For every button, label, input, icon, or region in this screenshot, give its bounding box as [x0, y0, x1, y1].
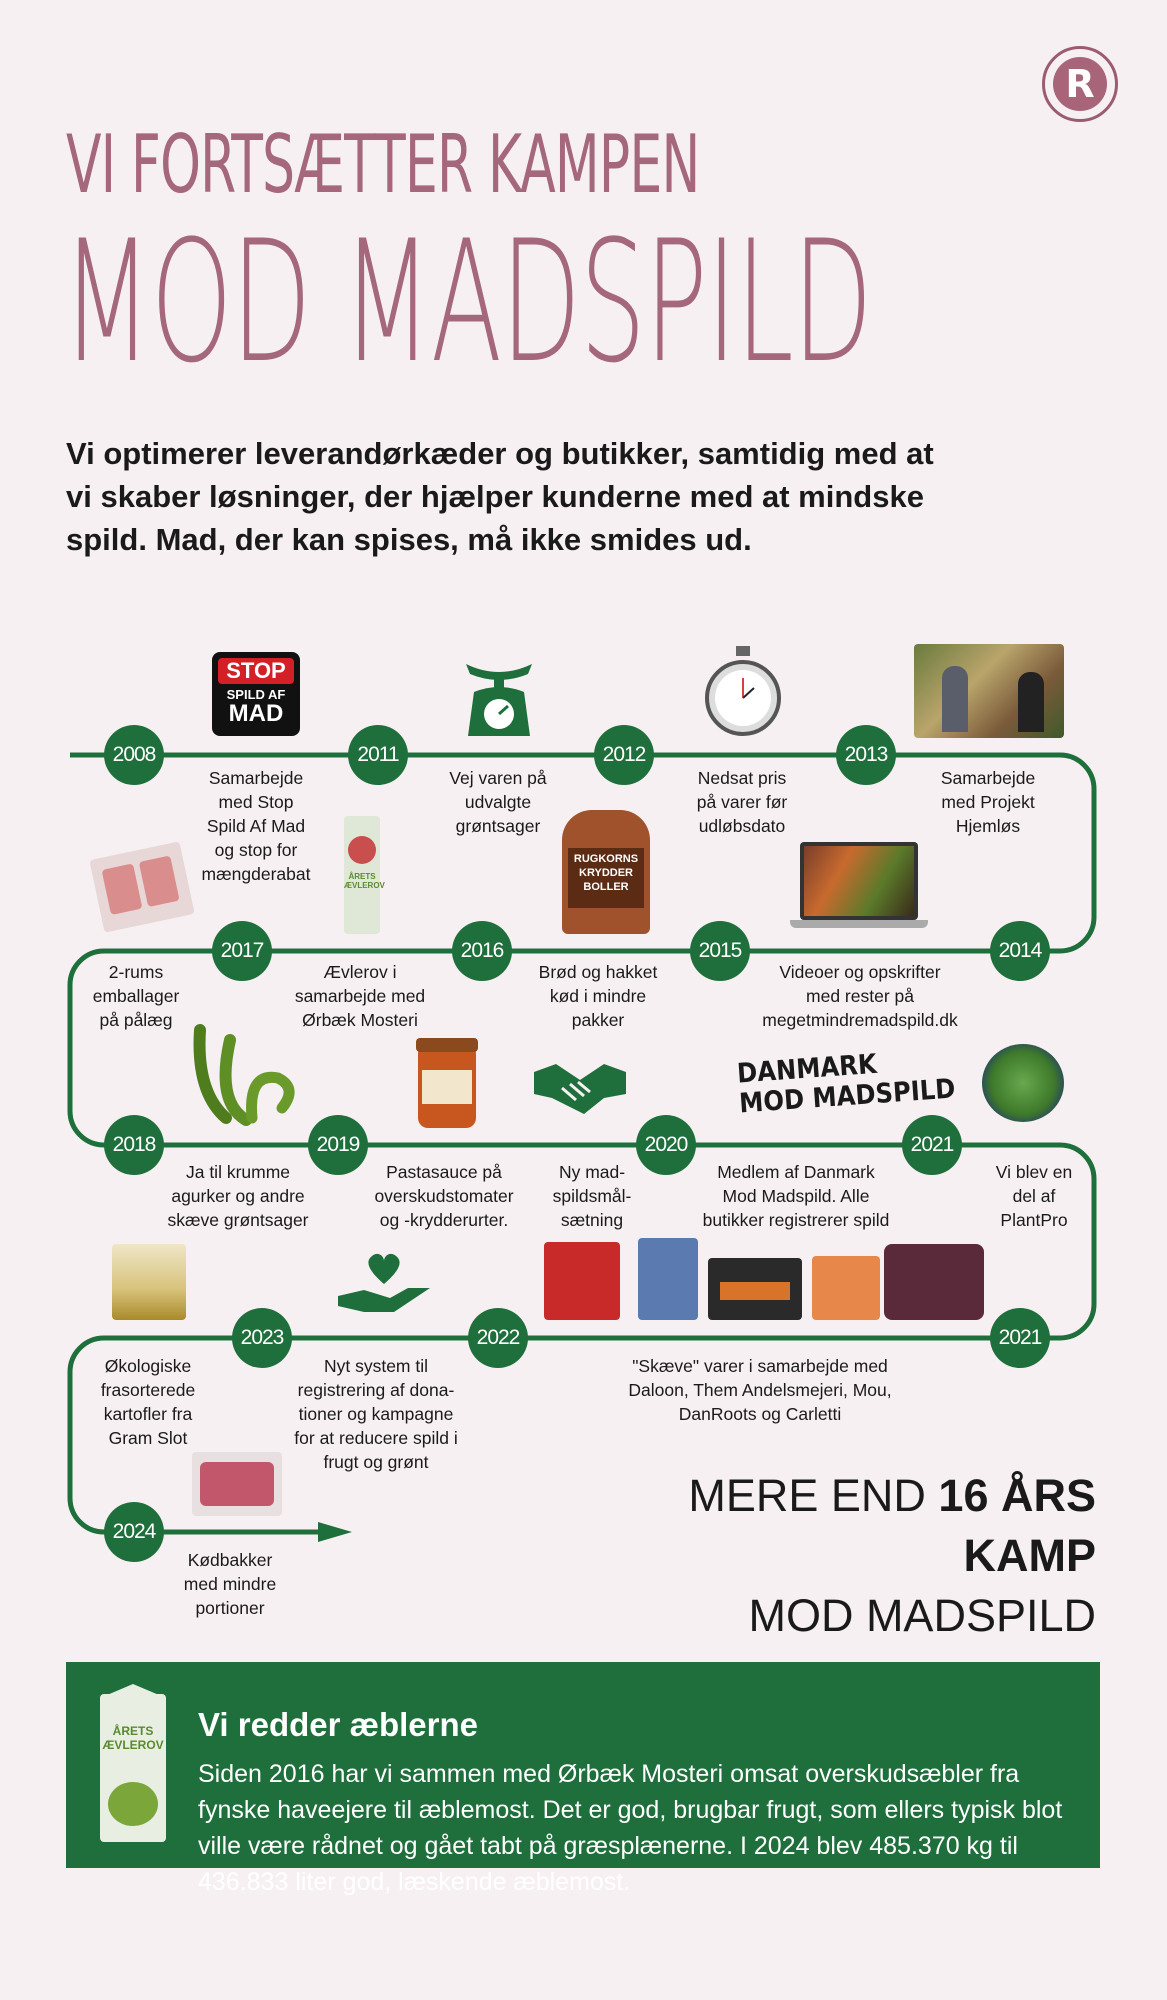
timeline-node-2023: 2023	[232, 1308, 292, 1368]
stop-spild-af-mad-logo: STOP SPILD AF MAD	[212, 652, 300, 736]
brand-logo: R	[1042, 46, 1118, 122]
tagline: MERE END 16 ÅRS KAMP MOD MADSPILD	[616, 1466, 1096, 1646]
timeline-node-2021-b: 2021	[990, 1308, 1050, 1368]
label-2020-a: Ny mad- spildsmål- sætning	[552, 1162, 632, 1230]
timeline-node-2022: 2022	[468, 1308, 528, 1368]
label-2021-b: "Skæve" varer i samarbejde med Daloon, T…	[628, 1356, 892, 1424]
headline-line-1: VI FORTSÆTTER KAMPEN	[66, 118, 700, 211]
aevlerov-carton-icon: ÅRETS ÆVLEROV	[100, 1684, 166, 1842]
boller-bag-text: RUGKORNS KRYDDER BOLLER	[568, 848, 644, 908]
handshake-icon	[534, 1064, 626, 1114]
pasta-sauce-jar-image	[416, 1038, 478, 1128]
intro-paragraph: Vi optimerer leverandørkæder og butikker…	[66, 436, 934, 557]
timeline-node-2017: 2017	[212, 921, 272, 981]
stopwatch-icon	[705, 646, 781, 736]
label-2021-a: Vi blev en del af PlantPro	[995, 1162, 1073, 1230]
tagline-pre: MERE END	[688, 1470, 939, 1521]
label-2018: Ja til krumme agurker og andre skæve grø…	[167, 1162, 309, 1230]
timeline-node-2015: 2015	[690, 921, 750, 981]
product-pack-5	[884, 1244, 984, 1320]
tagline-line-2: MOD MADSPILD	[748, 1590, 1096, 1641]
label-2011: Vej varen på udvalgte grøntsager	[449, 768, 547, 836]
info-box-title: Vi redder æblerne	[198, 1706, 479, 1743]
laptop-image	[790, 842, 928, 932]
label-2020-b: Medlem af Danmark Mod Madspild. Alle but…	[702, 1162, 890, 1230]
headline-line-2: MOD MADSPILD	[62, 204, 873, 400]
brand-logo-letter: R	[1053, 57, 1107, 111]
product-pack-1	[544, 1242, 620, 1320]
meat-tray-image	[192, 1452, 282, 1516]
timeline-node-2013: 2013	[836, 725, 896, 785]
crooked-cucumbers-image	[193, 1024, 295, 1126]
carton-label: ÅRETS ÆVLEROV	[102, 1724, 164, 1752]
label-2019: Pastasauce på overskudstomater og -krydd…	[374, 1162, 514, 1230]
timeline-node-2020: 2020	[636, 1115, 696, 1175]
timeline-node-2012: 2012	[594, 725, 654, 785]
aevlerov-carton-text: ÅRETS ÆVLEROV	[344, 872, 385, 890]
timeline-node-2019: 2019	[308, 1115, 368, 1175]
label-2023-b: Nyt system til registrering af dona- tio…	[294, 1356, 458, 1472]
info-box-text: Siden 2016 har vi sammen med Ørbæk Moste…	[198, 1760, 1063, 1896]
timeline-node-2011: 2011	[348, 725, 408, 785]
hand-heart-icon	[338, 1253, 430, 1312]
label-2013: Samarbejde med Projekt Hjemløs	[940, 768, 1036, 836]
apple-info-box: ÅRETS ÆVLEROV Vi redder æblerne Siden 20…	[66, 1662, 1100, 1896]
timeline-node-2024: 2024	[104, 1502, 164, 1562]
product-pack-2	[638, 1238, 698, 1320]
label-aevlerov: Ævlerov i samarbejde med Ørbæk Mosteri	[294, 962, 426, 1030]
tagline-bold: 16 ÅRS KAMP	[938, 1470, 1096, 1581]
label-2016: Brød og hakket kød i mindre pakker	[538, 962, 658, 1030]
product-pack-4	[812, 1256, 880, 1320]
tagline-line-1: MERE END 16 ÅRS KAMP	[616, 1466, 1096, 1586]
salad-bowl-image	[982, 1044, 1064, 1122]
label-2017: 2-rums emballager på pålæg	[92, 962, 180, 1030]
potato-bag-image	[112, 1244, 186, 1320]
label-2008: Samarbejde med Stop Spild Af Mad og stop…	[201, 768, 311, 884]
timeline-node-2014: 2014	[990, 921, 1050, 981]
scale-icon	[466, 664, 532, 736]
label-2015-2014: Videoer og opskrifter med rester på mege…	[762, 962, 958, 1030]
aevlerov-carton-image: ÅRETS ÆVLEROV	[344, 816, 385, 934]
product-pack-3	[708, 1258, 802, 1320]
label-2012: Nedsat pris på varer før udløbsdato	[696, 768, 788, 836]
projekt-hjemlos-photo	[914, 644, 1064, 738]
timeline-node-2016: 2016	[452, 921, 512, 981]
timeline-node-2018: 2018	[104, 1115, 164, 1175]
label-2023-a: Økologiske frasorterede kartofler fra Gr…	[100, 1356, 196, 1448]
label-2024: Kødbakker med mindre portioner	[183, 1550, 277, 1618]
rugkorns-boller-bag-image: RUGKORNS KRYDDER BOLLER	[562, 810, 650, 934]
timeline-node-2021-a: 2021	[902, 1115, 962, 1175]
timeline-node-2008: 2008	[104, 725, 164, 785]
